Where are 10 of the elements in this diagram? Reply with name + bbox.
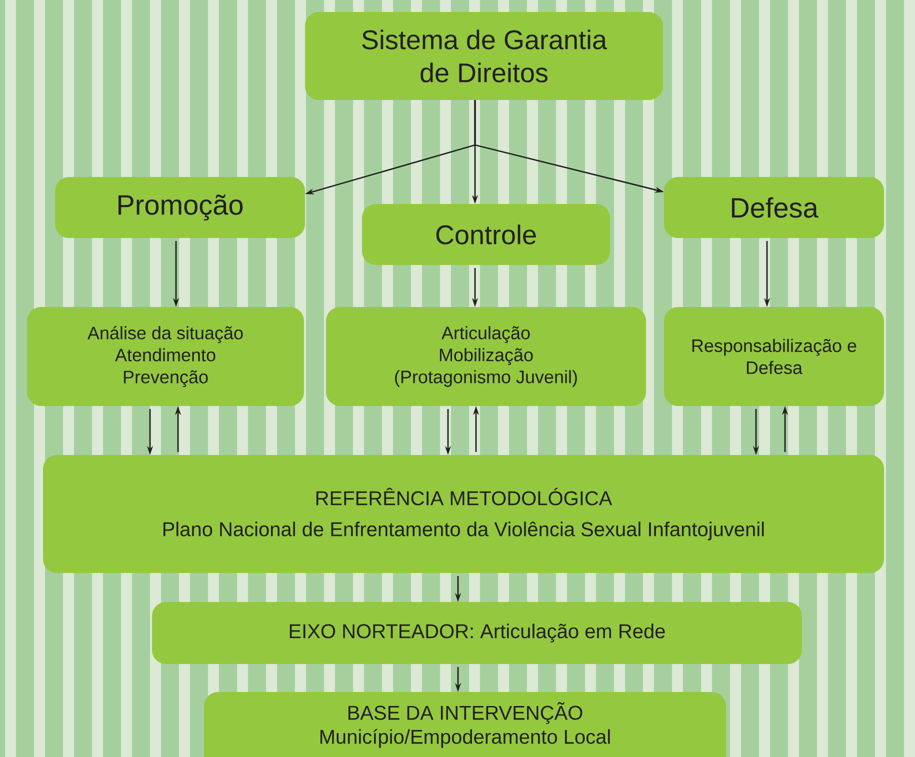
box: BASE DA INTERVENÇÃO Município/Empoderamento Local <box>204 692 726 757</box>
box: Análise da situação Atendimento Prevenção <box>27 307 304 406</box>
box: Articulação Mobilização (Protagonismo Juvenil) <box>326 307 646 406</box>
box: Responsabilização e Defesa <box>664 307 884 406</box>
box: Controle <box>362 204 610 265</box>
box: Sistema de Garantia de Direitos <box>305 12 663 100</box>
box: Promoção <box>55 177 305 238</box>
box: EIXO NORTEADOR: Articulação em Rede <box>152 602 802 664</box>
box: REFERÊNCIA METODOLÓGICA Plano Nacional de Enfrentamento da Violência Sexual Infantojuvenil <box>43 455 884 573</box>
box: Defesa <box>664 177 884 238</box>
